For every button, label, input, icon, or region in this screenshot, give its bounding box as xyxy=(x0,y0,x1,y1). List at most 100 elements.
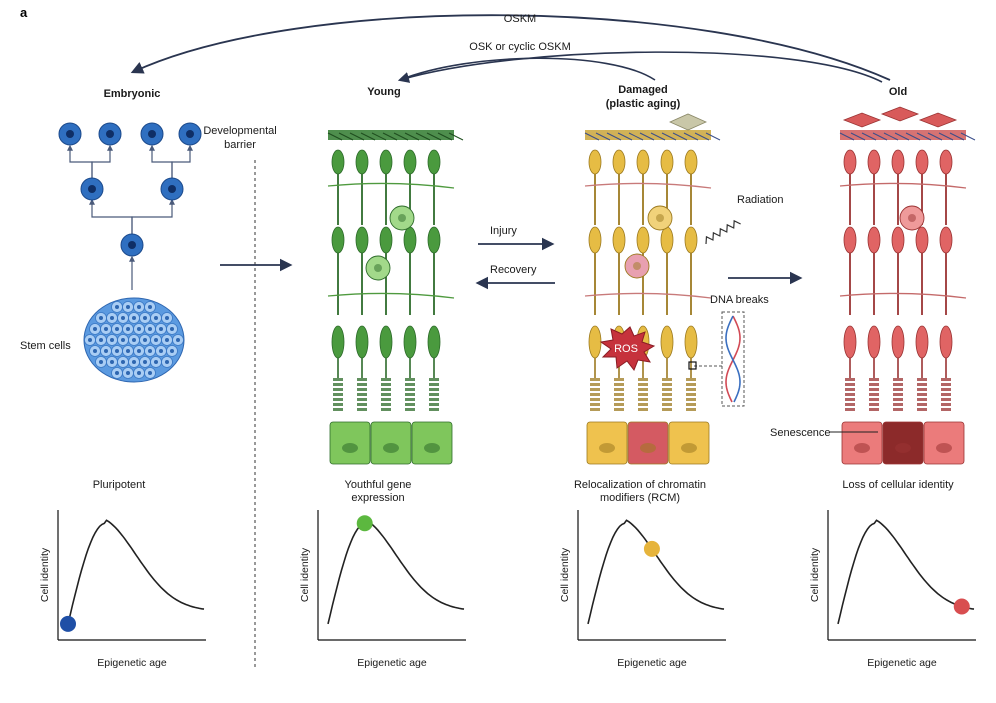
rpe-cell-nucleus xyxy=(640,443,656,453)
inner-cell xyxy=(331,325,345,359)
inner-cell xyxy=(355,325,369,359)
outer-segment-stripe xyxy=(357,398,367,401)
bipolar-cell xyxy=(427,226,441,254)
stage-marker xyxy=(643,540,660,557)
inner-cell xyxy=(660,325,674,359)
stem-cell-nucleus xyxy=(154,316,158,320)
stem-cell-nucleus xyxy=(110,360,114,364)
apical-fiber xyxy=(639,132,655,141)
inner-cell xyxy=(843,325,857,359)
y-axis-label: Cell identity xyxy=(39,547,51,602)
outer-segment-stripe xyxy=(638,393,648,396)
bipolar-cell xyxy=(588,226,602,254)
apical-cell xyxy=(880,106,920,122)
outer-segment-stripe xyxy=(869,388,879,391)
outer-segment-stripe xyxy=(941,378,951,381)
apical-fiber xyxy=(584,132,600,141)
outer-segment-stripe xyxy=(638,378,648,381)
stem-cell-nucleus xyxy=(165,316,169,320)
outer-segment-stripe xyxy=(405,403,415,406)
y-axis-label: Cell identity xyxy=(809,547,821,602)
outer-segment-stripe xyxy=(917,378,927,381)
bipolar-cell xyxy=(612,226,626,254)
caption-damaged-line-1: Relocalization of chromatin xyxy=(574,479,706,491)
outer-segment-stripe xyxy=(381,388,391,391)
stem-cell-nucleus xyxy=(99,360,103,364)
outer-segment-stripe xyxy=(614,383,624,386)
outer-segment-stripe xyxy=(941,398,951,401)
injury-label: Injury xyxy=(490,225,517,237)
lineage-arrow xyxy=(89,198,133,234)
dna-breaks-box xyxy=(721,311,745,407)
inner-cell xyxy=(588,325,602,359)
outer-segment-stripe xyxy=(869,408,879,411)
apical-band xyxy=(328,130,454,140)
apical-fiber xyxy=(382,132,398,141)
stem-cell-nucleus xyxy=(115,371,119,375)
outer-segment-stripe xyxy=(405,378,415,381)
stem-cell-nucleus xyxy=(115,349,119,353)
bipolar-cell xyxy=(379,226,393,254)
old-tissue xyxy=(839,106,976,465)
outer-segment-stripe xyxy=(893,393,903,396)
outer-segment-stripe xyxy=(662,388,672,391)
outer-segment-stripe xyxy=(845,398,855,401)
outer-segment-stripe xyxy=(429,388,439,391)
outer-segment-stripe xyxy=(357,388,367,391)
outer-segment-stripe xyxy=(638,388,648,391)
stem-cell-nucleus xyxy=(137,327,141,331)
outer-segment-stripe xyxy=(662,408,672,411)
bipolar-cell xyxy=(355,226,369,254)
embryonic-cell-nucleus xyxy=(66,130,74,138)
outer-segment-stripe xyxy=(333,393,343,396)
stem-cell-nucleus xyxy=(88,338,92,342)
apical-fiber xyxy=(872,132,888,141)
apical-band xyxy=(840,130,966,140)
dna-callout-square xyxy=(688,361,697,370)
outer-segment-stripe xyxy=(941,393,951,396)
stage-marker xyxy=(356,515,373,532)
outer-segment-stripe xyxy=(869,378,879,381)
caption-young-line-1: Youthful gene xyxy=(345,479,412,491)
developmental-barrier-label-1: Developmental xyxy=(203,125,276,137)
outer-segment-stripe xyxy=(614,408,624,411)
stem-cell-nucleus xyxy=(121,316,125,320)
outer-segment-stripe xyxy=(869,403,879,406)
outer-segment-stripe xyxy=(429,378,439,381)
inner-cell xyxy=(915,325,929,359)
outer-segment-stripe xyxy=(381,398,391,401)
photoreceptor-cell xyxy=(684,149,698,175)
outer-segment-stripe xyxy=(638,383,648,386)
glial-cell-nucleus xyxy=(398,214,406,222)
stem-cell-nucleus xyxy=(115,327,119,331)
outer-segment-stripe xyxy=(333,383,343,386)
outer-segment-stripe xyxy=(917,403,927,406)
apical-fiber xyxy=(617,132,633,141)
ros-label: ROS xyxy=(614,343,638,355)
outer-segment-stripe xyxy=(941,408,951,411)
outer-segment-stripe xyxy=(429,383,439,386)
outer-segment-stripe xyxy=(662,383,672,386)
y-axis-label: Cell identity xyxy=(559,547,571,602)
outer-segment-stripe xyxy=(638,403,648,406)
bipolar-cell xyxy=(331,226,345,254)
apical-fiber xyxy=(894,132,910,141)
outer-segment-stripe xyxy=(357,383,367,386)
bipolar-cell xyxy=(636,226,650,254)
apical-fiber xyxy=(916,132,932,141)
oskm-label: OSKM xyxy=(504,13,536,25)
photoreceptor-cell xyxy=(379,149,393,175)
lineage-arrow xyxy=(91,144,113,178)
outer-segment-stripe xyxy=(614,393,624,396)
osk-cyclic-arrow: OSK or cyclic OSKM xyxy=(397,41,883,83)
caption-young-line-2: expression xyxy=(351,492,404,504)
stem-cell-nucleus xyxy=(126,327,130,331)
outer-segment-stripe xyxy=(357,393,367,396)
outer-segment-stripe xyxy=(381,403,391,406)
outer-segment-stripe xyxy=(869,383,879,386)
inner-cell xyxy=(939,325,953,359)
outer-segment-stripe xyxy=(614,403,624,406)
bipolar-cell xyxy=(939,226,953,254)
